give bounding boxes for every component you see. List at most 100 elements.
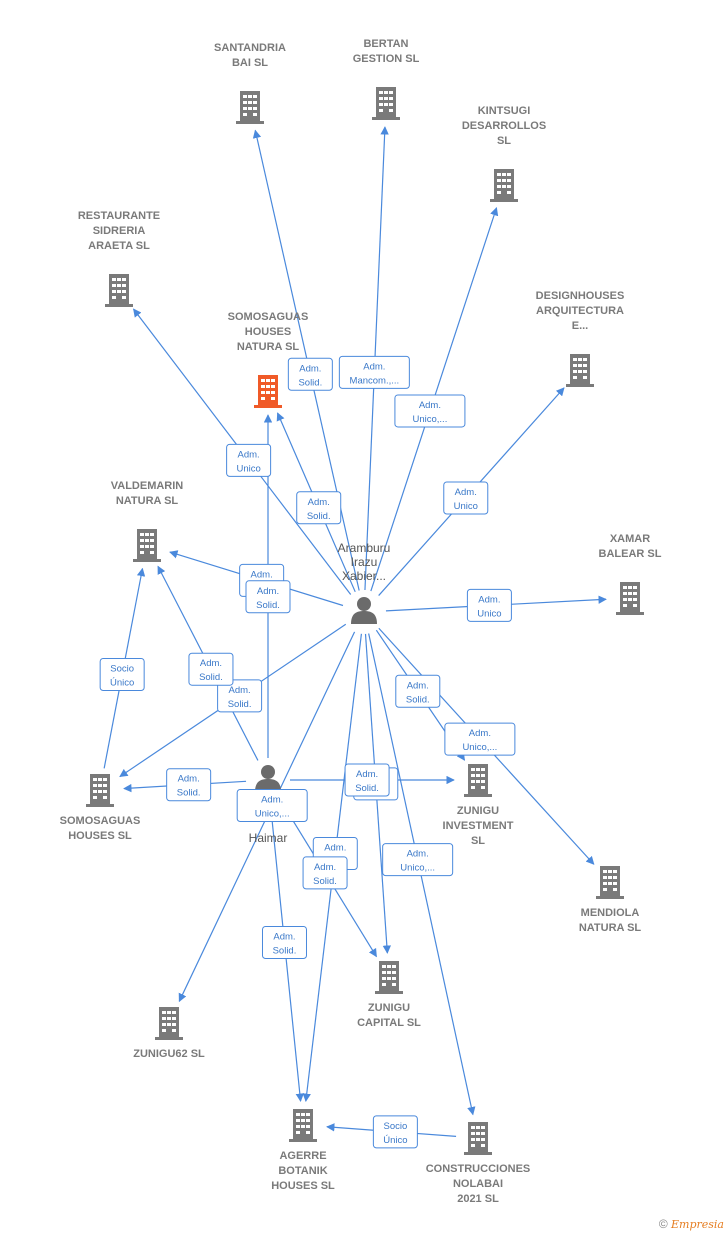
company-name[interactable]: HOUSES: [245, 326, 291, 338]
edge-label[interactable]: Adm.Solid.: [302, 856, 348, 890]
company-name[interactable]: KINTSUGI: [478, 105, 531, 117]
edge-label-box[interactable]: [466, 588, 512, 622]
edge-label[interactable]: Adm.Unico,...: [382, 843, 454, 877]
person-name[interactable]: Aramburu: [338, 541, 391, 555]
company-node-agerre[interactable]: AGERRE BOTANIK HOUSES SL: [271, 1109, 335, 1192]
edge-label-box[interactable]: [166, 768, 212, 802]
company-name[interactable]: RESTAURANTE: [78, 210, 160, 222]
company-node-designhouses[interactable]: DESIGNHOUSES ARQUITECTURA E...: [536, 290, 625, 387]
company-name[interactable]: DESIGNHOUSES: [536, 290, 625, 302]
company-node-zunigu62[interactable]: ZUNIGU62 SL: [133, 1007, 205, 1060]
company-node-restaurante[interactable]: RESTAURANTE SIDRERIA ARAETA SL: [78, 210, 160, 307]
edge-label-box[interactable]: [296, 491, 342, 525]
company-name[interactable]: CONSTRUCCIONES: [426, 1163, 531, 1175]
edge-label[interactable]: Adm.Solid.: [261, 926, 307, 960]
edge-label-box[interactable]: [444, 722, 516, 756]
company-node-valdemarin[interactable]: VALDEMARIN NATURA SL: [111, 480, 184, 562]
company-name[interactable]: BAI SL: [232, 57, 268, 69]
company-name[interactable]: GESTION SL: [353, 53, 420, 65]
company-name[interactable]: HOUSES SL: [68, 830, 132, 842]
company-name[interactable]: AGERRE: [279, 1150, 326, 1162]
company-name[interactable]: SIDRERIA: [93, 225, 146, 237]
company-name[interactable]: BALEAR SL: [599, 548, 662, 560]
edge-label[interactable]: Adm.Mancom.,...: [338, 355, 410, 389]
building-icon[interactable]: [254, 375, 282, 408]
edge-label-box[interactable]: [217, 679, 263, 713]
company-name[interactable]: ARQUITECTURA: [536, 305, 624, 317]
company-name[interactable]: SANTANDRIA: [214, 42, 286, 54]
company-node-zunigu-capital[interactable]: ZUNIGU CAPITAL SL: [357, 961, 421, 1029]
edge-label-box[interactable]: [261, 926, 307, 960]
company-node-bertan[interactable]: BERTAN GESTION SL: [353, 38, 420, 120]
company-name[interactable]: 2021 SL: [457, 1193, 499, 1205]
edge-label-box[interactable]: [344, 763, 390, 797]
building-icon[interactable]: [464, 1122, 492, 1155]
brand-logo[interactable]: Empresia: [671, 1218, 724, 1231]
edge-label[interactable]: Adm.Unico,...: [236, 789, 308, 823]
building-icon[interactable]: [596, 866, 624, 899]
company-name[interactable]: INVESTMENT: [443, 820, 514, 832]
edge-label[interactable]: Adm.Unico: [226, 443, 272, 477]
edge-label-box[interactable]: [99, 657, 145, 691]
edge-label[interactable]: Adm.Unico: [466, 588, 512, 622]
company-name[interactable]: NATURA SL: [237, 341, 300, 353]
building-icon[interactable]: [236, 91, 264, 124]
building-icon[interactable]: [616, 582, 644, 615]
edge-label-box[interactable]: [338, 355, 410, 389]
company-node-santandria[interactable]: SANTANDRIA BAI SL: [214, 42, 286, 124]
edge-label[interactable]: Adm.Solid.: [344, 763, 390, 797]
company-name[interactable]: BERTAN: [363, 38, 408, 50]
edge-label-box[interactable]: [188, 652, 234, 686]
edge-label[interactable]: Adm.Solid.: [287, 357, 333, 391]
person-name[interactable]: Irazu: [351, 555, 378, 569]
building-icon[interactable]: [372, 87, 400, 120]
company-name[interactable]: XAMAR: [610, 533, 650, 545]
edge-label-box[interactable]: [443, 481, 489, 515]
building-icon[interactable]: [566, 354, 594, 387]
edge-label[interactable]: Adm.Unico,...: [444, 722, 516, 756]
edge-label-box[interactable]: [302, 856, 348, 890]
building-icon[interactable]: [289, 1109, 317, 1142]
edge-label[interactable]: Adm.Solid.: [188, 652, 234, 686]
edge-label[interactable]: Adm.Solid.: [166, 768, 212, 802]
company-node-somosaguas-houses[interactable]: SOMOSAGUAS HOUSES SL: [60, 774, 141, 842]
person-name[interactable]: Haimar: [249, 831, 288, 845]
company-name[interactable]: NATURA SL: [579, 922, 642, 934]
company-name[interactable]: ZUNIGU: [368, 1002, 410, 1014]
company-name[interactable]: HOUSES SL: [271, 1180, 335, 1192]
company-name[interactable]: ARAETA SL: [88, 240, 150, 252]
building-icon[interactable]: [133, 529, 161, 562]
company-name[interactable]: VALDEMARIN: [111, 480, 184, 492]
company-name[interactable]: SL: [471, 835, 485, 847]
edge-label-box[interactable]: [287, 357, 333, 391]
company-name[interactable]: E...: [572, 320, 589, 332]
company-name[interactable]: SL: [497, 135, 511, 147]
edge-label-box[interactable]: [236, 789, 308, 823]
person-node-haimar[interactable]: Haimar: [249, 765, 288, 845]
building-icon[interactable]: [375, 961, 403, 994]
building-icon[interactable]: [86, 774, 114, 807]
edge-label[interactable]: Adm.Unico: [443, 481, 489, 515]
edge-label-box[interactable]: [382, 843, 454, 877]
edge-label-box[interactable]: [226, 443, 272, 477]
company-name[interactable]: SOMOSAGUAS: [60, 815, 141, 827]
edge-label[interactable]: Adm.Unico,...: [394, 394, 466, 428]
edge-label-box[interactable]: [394, 394, 466, 428]
company-name[interactable]: NATURA SL: [116, 495, 179, 507]
company-name[interactable]: ZUNIGU: [457, 805, 499, 817]
person-icon[interactable]: [351, 597, 377, 624]
company-name[interactable]: ZUNIGU62 SL: [133, 1048, 205, 1060]
edge-label-box[interactable]: [372, 1115, 418, 1149]
company-name[interactable]: BOTANIK: [278, 1165, 327, 1177]
company-node-xamar[interactable]: XAMAR BALEAR SL: [599, 533, 662, 615]
company-node-zunigu-investment[interactable]: ZUNIGU INVESTMENT SL: [443, 764, 514, 847]
edge-label[interactable]: Adm.Solid.: [245, 580, 291, 614]
company-name[interactable]: CAPITAL SL: [357, 1017, 421, 1029]
person-icon[interactable]: [255, 765, 281, 792]
